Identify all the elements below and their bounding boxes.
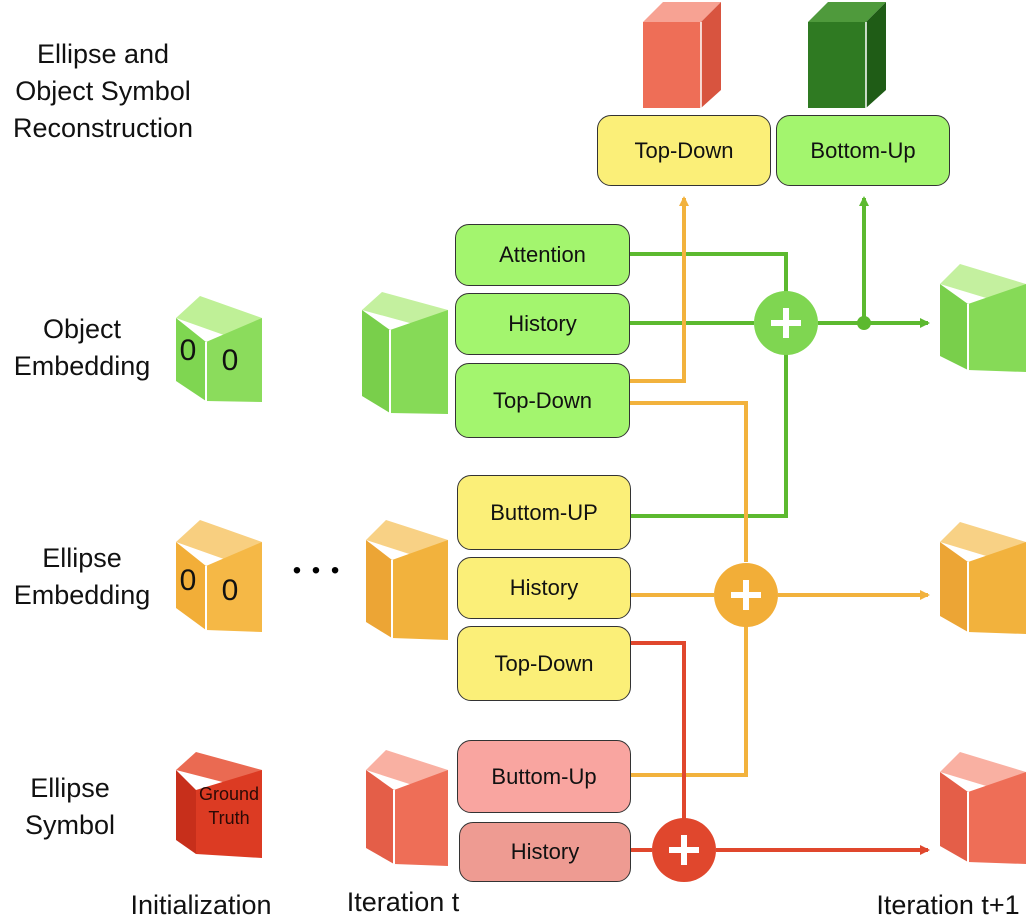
object-output-junction xyxy=(857,316,871,330)
ellipse-symbol-label-line-1: Ellipse xyxy=(30,773,110,803)
object-embedding-label-line-2: Embedding xyxy=(13,351,151,381)
symbol-bottom-up-to-ellipse-sum-line xyxy=(630,626,748,777)
object-history-box: History xyxy=(455,293,630,355)
ellipse-embedding-label-line-2: Embedding xyxy=(13,580,151,610)
ground-truth-line-2: Truth xyxy=(208,808,250,828)
bottom-up-to-object-sum-line xyxy=(630,352,788,518)
init-ellipse-side-value: 0 xyxy=(221,574,239,607)
ellipse-embedding-label-line-1: Ellipse xyxy=(42,543,122,573)
ground-truth-cube xyxy=(176,752,262,858)
ellipse-sum-node xyxy=(714,563,778,627)
object-top-down-to-reconstruction-line xyxy=(630,196,689,383)
iteration-t1-symbol-cube xyxy=(940,752,1026,864)
object-embedding-row-label: Object Embedding xyxy=(0,311,164,385)
ground-truth-label: Ground Truth xyxy=(196,782,262,830)
initialization-column-label: Initialization xyxy=(130,890,272,920)
ellipse-top-down-to-symbol-sum-line xyxy=(630,641,686,820)
iteration-t-object-cube xyxy=(362,292,448,414)
object-embedding-label-line-1: Object xyxy=(42,314,122,344)
ground-truth-line-1: Ground xyxy=(198,784,260,804)
ellipse-top-down-box: Top-Down xyxy=(457,626,631,701)
reconstruction-top-down-box: Top-Down xyxy=(597,115,771,186)
ellipse-embedding-row-label: Ellipse Embedding xyxy=(0,540,164,614)
init-object-side-value: 0 xyxy=(221,344,239,377)
attention-to-sum-line xyxy=(630,252,788,294)
reconstruction-row-label: Ellipse and Object Symbol Reconstruction xyxy=(0,36,206,147)
object-sum-node xyxy=(754,291,818,355)
reconstruction-label-line-2: Object Symbol xyxy=(15,76,191,106)
symbol-history-box: History xyxy=(459,822,631,882)
symbol-bottom-up-box: Buttom-Up xyxy=(457,740,631,813)
iteration-t1-ellipse-cube xyxy=(940,522,1026,634)
ellipse-symbol-label-line-2: Symbol xyxy=(24,810,116,840)
ellipsis-dots: • • • xyxy=(292,557,342,584)
iteration-t-column-label: Iteration t xyxy=(346,887,460,917)
reconstruction-bottom-up-box: Bottom-Up xyxy=(776,115,950,186)
init-ellipse-cube xyxy=(176,520,262,632)
reconstruction-label-line-3: Reconstruction xyxy=(12,113,194,143)
symbol-sum-node xyxy=(652,818,716,882)
ellipse-symbol-row-label: Ellipse Symbol xyxy=(10,770,130,844)
init-object-cube xyxy=(176,296,262,402)
iteration-t-symbol-cube xyxy=(366,750,448,866)
ellipse-bottom-up-box: Buttom-UP xyxy=(457,475,631,550)
bottom-up-output-cube xyxy=(808,2,886,108)
iteration-t-ellipse-cube xyxy=(366,520,448,640)
object-top-down-to-ellipse-sum-line xyxy=(630,401,748,562)
init-ellipse-front-value: 0 xyxy=(179,564,197,597)
iteration-t1-object-cube xyxy=(940,264,1026,372)
object-top-down-box: Top-Down xyxy=(455,363,630,438)
top-down-output-cube xyxy=(643,2,721,108)
iteration-t1-column-label: Iteration t+1 xyxy=(876,890,1020,920)
reconstruction-label-line-1: Ellipse and xyxy=(36,39,170,69)
init-object-front-value: 0 xyxy=(179,334,197,367)
ellipse-history-box: History xyxy=(457,557,631,619)
object-attention-box: Attention xyxy=(455,224,630,286)
